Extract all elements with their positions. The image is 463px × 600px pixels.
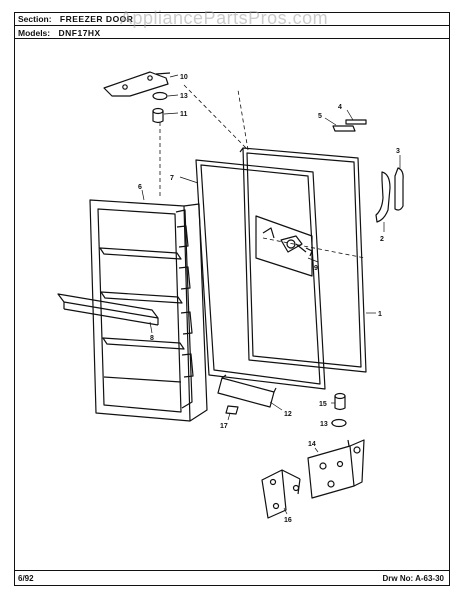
callout-15: 15	[319, 401, 327, 408]
part-bottom-trim	[217, 374, 277, 408]
part-inner-liner	[89, 199, 208, 422]
callout-4: 4	[338, 104, 342, 111]
part-outer-door	[239, 147, 367, 373]
part-top-hinge	[103, 71, 171, 97]
callout-10: 10	[180, 74, 188, 81]
part-hinge-shim	[261, 469, 301, 519]
part-latch-plate	[255, 215, 313, 277]
callout-1: 1	[378, 311, 382, 318]
section-label: Section:	[18, 14, 52, 24]
diagram-footer: 6/92 Drw No: A-63-30	[14, 570, 450, 586]
part-lower-hinge-pin	[334, 392, 346, 411]
part-lower-hinge	[307, 439, 365, 499]
callout-7: 7	[170, 175, 174, 182]
callout-13-top: 13	[180, 93, 188, 100]
callout-12: 12	[284, 411, 292, 418]
callout-16: 16	[284, 517, 292, 524]
models-label: Models:	[18, 28, 51, 38]
header-models-row: Models: DNF17HX	[14, 26, 450, 39]
callout-11: 11	[180, 111, 188, 118]
part-washer-top	[152, 91, 168, 101]
callout-14: 14	[308, 441, 316, 448]
callout-13-bottom: 13	[320, 421, 328, 428]
part-clip	[225, 405, 239, 415]
footer-drawing-number: Drw No: A-63-30	[382, 574, 445, 583]
diagram-frame	[14, 12, 450, 586]
callout-2: 2	[380, 236, 384, 243]
part-handle	[375, 167, 404, 223]
part-door-gasket	[195, 159, 326, 390]
part-handle-caps	[332, 119, 367, 132]
part-shelf-rail	[57, 293, 159, 326]
callout-3: 3	[396, 148, 400, 155]
part-washer-bottom	[331, 418, 347, 428]
header-section-row: Section: FREEZER DOOR	[14, 12, 450, 26]
callout-5: 5	[318, 113, 322, 120]
callout-17: 17	[220, 423, 228, 430]
footer-date: 6/92	[18, 574, 34, 583]
callout-6: 6	[138, 184, 142, 191]
watermark-text: AppliancePartsPros.com	[120, 8, 329, 28]
callout-8: 8	[150, 335, 154, 342]
part-bushing	[152, 107, 164, 124]
callout-9: 9	[314, 265, 318, 272]
models-value: DNF17HX	[58, 28, 101, 38]
section-value: FREEZER DOOR	[59, 14, 134, 24]
